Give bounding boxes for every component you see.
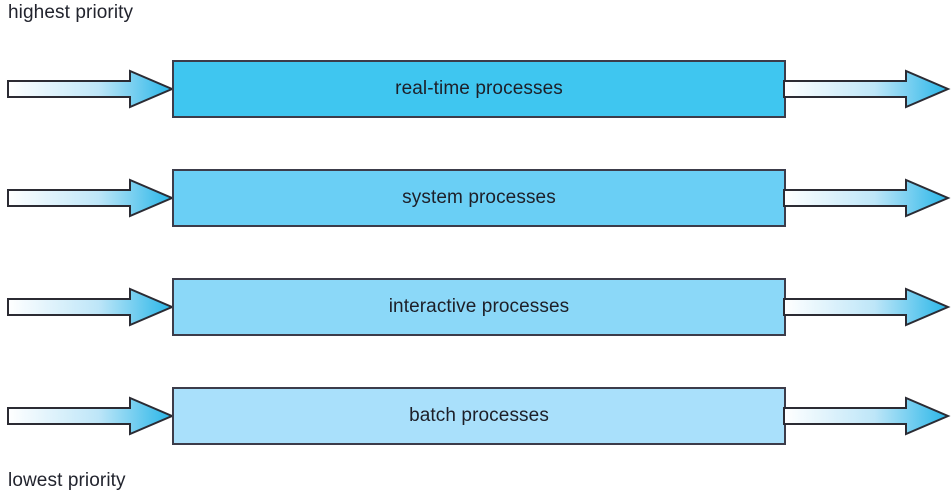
queue-label: real-time processes <box>395 78 563 99</box>
incoming-arrow-icon <box>7 178 175 218</box>
queue-box-system[interactable]: system processes <box>172 169 786 227</box>
outgoing-arrow-icon <box>783 287 951 327</box>
queue-box-batch[interactable]: batch processes <box>172 387 786 445</box>
incoming-arrow-icon <box>7 69 175 109</box>
outgoing-arrow-icon <box>783 178 951 218</box>
queue-box-interactive[interactable]: interactive processes <box>172 278 786 336</box>
incoming-arrow-icon <box>7 396 175 436</box>
queue-row: system processes <box>0 167 951 231</box>
queue-label: interactive processes <box>388 296 570 317</box>
queue-label: batch processes <box>409 405 549 426</box>
queue-box-real-time[interactable]: real-time processes <box>172 60 786 118</box>
outgoing-arrow-icon <box>783 69 951 109</box>
highest-priority-label: highest priority <box>8 2 134 23</box>
incoming-arrow-icon <box>7 287 175 327</box>
queue-row: batch processes <box>0 385 951 449</box>
outgoing-arrow-icon <box>783 396 951 436</box>
lowest-priority-label: lowest priority <box>8 470 126 491</box>
queue-label: system processes <box>402 187 556 208</box>
queue-row: real-time processes <box>0 58 951 122</box>
queue-row: interactive processes <box>0 276 951 340</box>
